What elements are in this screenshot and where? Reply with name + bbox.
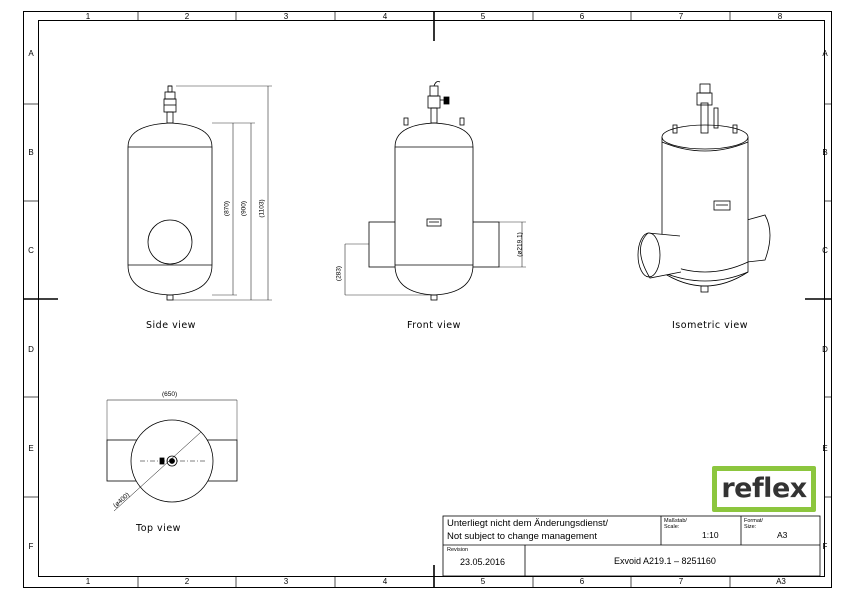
isometric-view-drawing [637, 83, 771, 293]
reflex-logo: reflex [712, 466, 816, 512]
row-label-f: F [28, 542, 34, 551]
column-label-5-bottom: 5 [480, 577, 486, 586]
row-label-d-right: D [822, 345, 828, 354]
reflex-logo-text: reflex [721, 473, 807, 504]
column-label-3: 3 [283, 12, 289, 21]
row-label-c: C [28, 246, 34, 255]
centering-marks [23, 11, 832, 588]
row-label-b: B [28, 148, 34, 157]
column-label-3-bottom: 3 [283, 577, 289, 586]
dimension-1103: (1103) [258, 199, 266, 218]
column-label-6-bottom: 6 [579, 577, 585, 586]
isometric-view-label: Isometric view [672, 320, 749, 331]
format-value: A3 [777, 530, 788, 540]
side-view-label: Side view [146, 320, 196, 331]
front-view-label: Front view [407, 320, 461, 331]
side-view-drawing [127, 85, 272, 301]
column-label-2: 2 [184, 12, 190, 21]
column-label-7-bottom: 7 [678, 577, 684, 586]
top-view-drawing [106, 399, 238, 512]
revision-label: Revision [447, 547, 469, 553]
top-view-label: Top view [136, 523, 181, 534]
outer-frame [23, 11, 832, 588]
row-label-f-right: F [822, 542, 828, 551]
revision-date: 23.05.2016 [460, 557, 506, 567]
sheet-size-bottom: A3 [776, 577, 786, 586]
row-label-e: E [28, 444, 34, 453]
scale-label: Maßstab/ Scale: [664, 518, 687, 530]
column-label-1: 1 [85, 12, 91, 21]
notice-english: Not subject to change management [447, 531, 597, 542]
scale-value: 1:10 [702, 530, 719, 540]
column-label-7: 7 [678, 12, 684, 21]
row-label-d: D [28, 345, 34, 354]
row-label-a-right: A [822, 49, 828, 58]
column-label-1-bottom: 1 [85, 577, 91, 586]
column-label-4-bottom: 4 [382, 577, 388, 586]
zone-ticks [23, 11, 832, 588]
column-label-6: 6 [579, 12, 585, 21]
title-block-lines [442, 515, 821, 577]
row-label-a: A [28, 49, 34, 58]
product-designation: Exvoid A219.1 – 8251160 [614, 556, 716, 566]
row-label-c-right: C [822, 246, 828, 255]
dimension-d219: (ø219,1) [516, 232, 524, 257]
row-label-e-right: E [822, 444, 828, 453]
column-label-5: 5 [480, 12, 486, 21]
column-label-8: 8 [777, 12, 783, 21]
dimension-900: (900) [240, 200, 248, 217]
row-label-b-right: B [822, 148, 828, 157]
column-label-4: 4 [382, 12, 388, 21]
dimension-283: (283) [335, 265, 343, 282]
front-view-drawing [344, 81, 526, 301]
dimension-870: (870) [223, 200, 231, 217]
notice-german: Unterliegt nicht dem Änderungsdienst/ [447, 518, 609, 529]
format-label: Format/ Size: [744, 518, 763, 530]
dimension-650: (650) [162, 391, 178, 398]
column-label-2-bottom: 2 [184, 577, 190, 586]
